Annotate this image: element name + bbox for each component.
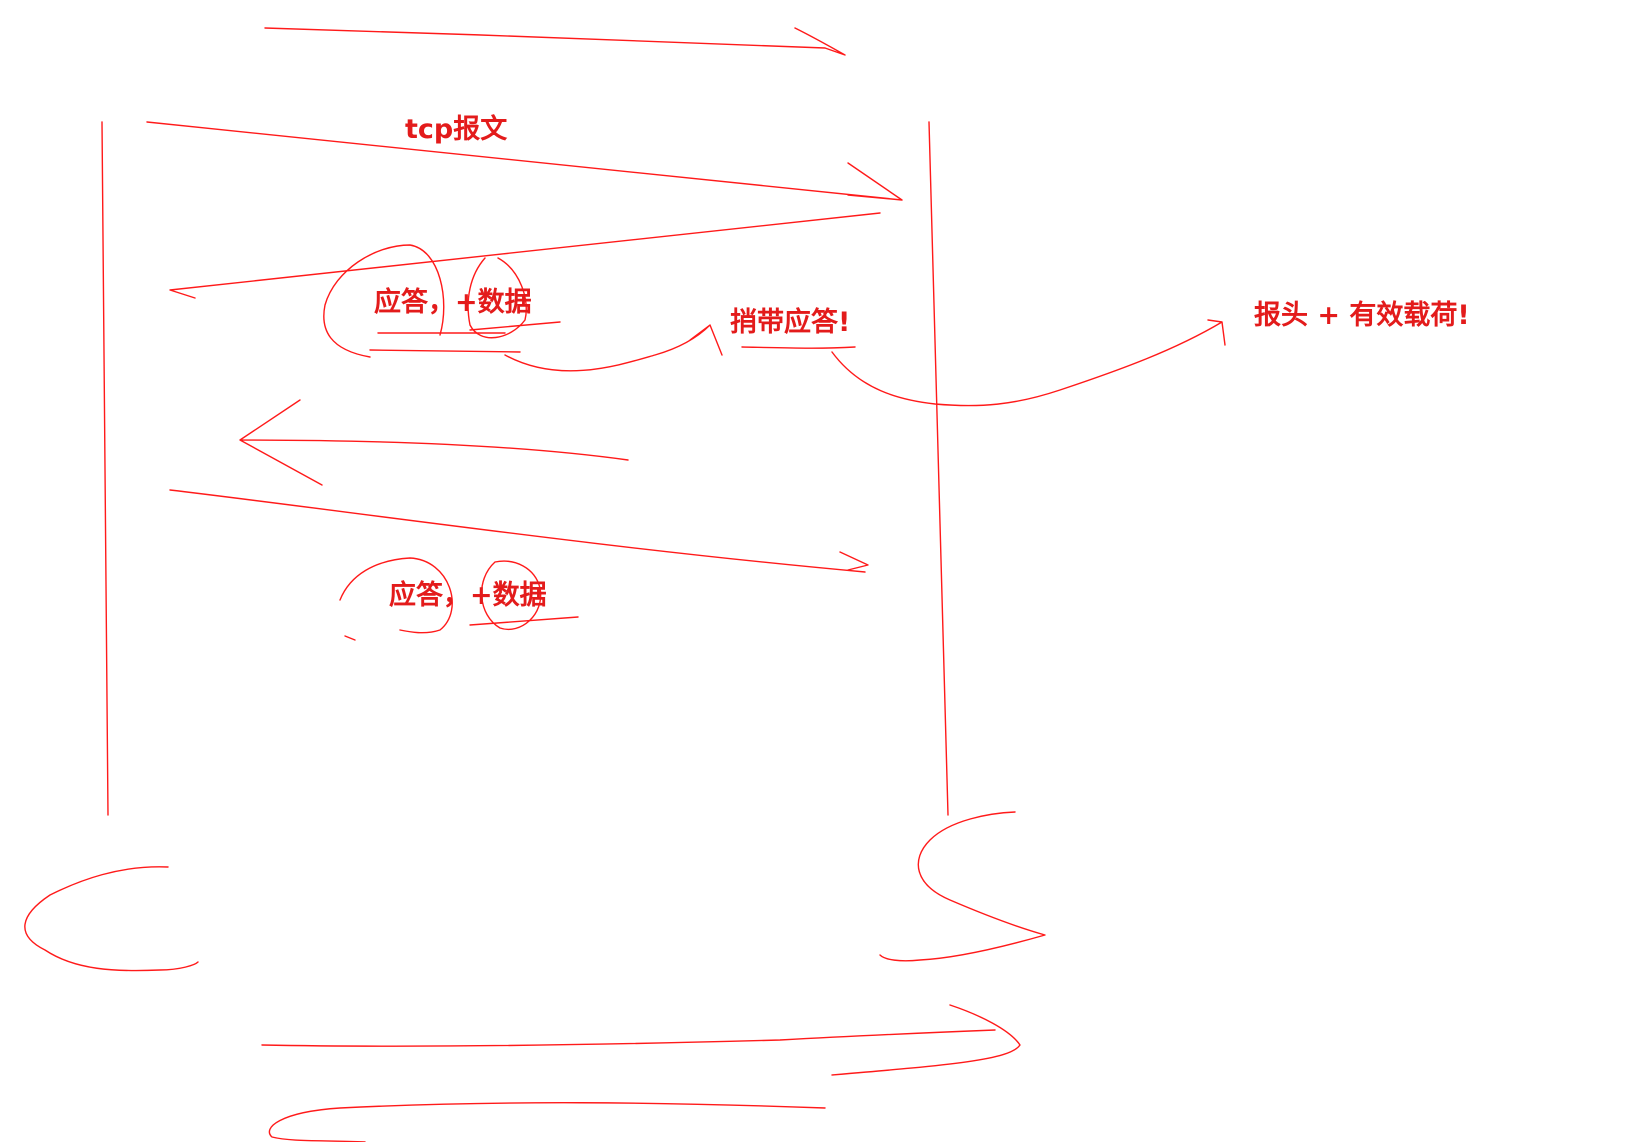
header-plus-payload-label: 报头 + 有效载荷! bbox=[1254, 300, 1470, 331]
ack-plus-data-label-2: 应答，+数据 bbox=[389, 580, 547, 611]
piggyback-curve-arrow bbox=[504, 324, 723, 372]
tcp-segment-label: tcp报文 bbox=[405, 114, 508, 145]
top-arrow bbox=[264, 27, 846, 56]
ack-circle-2 bbox=[339, 557, 453, 634]
bottom-left-curve bbox=[24, 866, 199, 972]
bottom-forward-arrow bbox=[261, 1004, 1021, 1076]
underline-2 bbox=[469, 616, 579, 626]
small-mark-2 bbox=[344, 635, 356, 641]
underline-1c bbox=[469, 321, 561, 331]
ack-circle-1 bbox=[323, 244, 445, 358]
bottom-return-arrow bbox=[268, 1102, 826, 1142]
left-timeline bbox=[101, 121, 109, 816]
ack-plus-data-label-1: 应答，+数据 bbox=[374, 287, 532, 318]
data-circle-2 bbox=[481, 560, 542, 631]
header-curve-arrow bbox=[831, 319, 1226, 407]
right-timeline bbox=[928, 121, 949, 816]
response-arrow bbox=[169, 212, 881, 299]
underline-1b bbox=[369, 349, 521, 353]
second-response-arrow bbox=[239, 399, 629, 486]
second-forward-arrow bbox=[169, 489, 869, 573]
piggyback-ack-label: 捎带应答! bbox=[730, 307, 851, 338]
bottom-right-curve bbox=[879, 811, 1046, 962]
piggyback-underline bbox=[741, 346, 856, 349]
data-circle-1 bbox=[467, 257, 527, 339]
tcp-segment-arrow bbox=[146, 121, 903, 201]
